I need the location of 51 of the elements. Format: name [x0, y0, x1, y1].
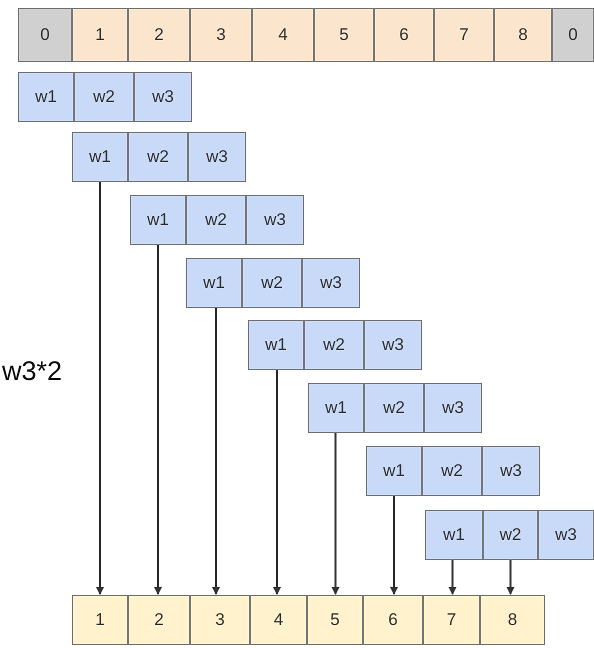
kernel-weight-cell: w2 — [74, 72, 134, 122]
kernel-weight-cell: w3 — [302, 258, 360, 308]
output-cell: 4 — [250, 595, 307, 645]
kernel-weight-cell: w2 — [242, 258, 302, 308]
arrow — [96, 182, 104, 595]
input-cell: 1 — [72, 8, 128, 62]
arrow — [154, 245, 162, 595]
kernel-weight-cell: w2 — [422, 446, 482, 496]
padding-cell: 0 — [552, 8, 594, 62]
input-cell: 6 — [374, 8, 434, 62]
arrow — [390, 496, 398, 595]
padding-cell: 0 — [18, 8, 72, 62]
arrow — [273, 370, 281, 595]
kernel-weight-cell: w3 — [134, 72, 192, 122]
kernel-weight-cell: w3 — [246, 195, 304, 245]
kernel-weight-cell: w1 — [248, 320, 304, 370]
output-cell: 7 — [423, 595, 480, 645]
input-cell: 3 — [190, 8, 252, 62]
arrow — [506, 560, 514, 595]
output-cell: 5 — [307, 595, 363, 645]
kernel-weight-cell: w1 — [308, 383, 364, 433]
input-cell: 5 — [314, 8, 374, 62]
kernel-weight-cell: w1 — [425, 510, 483, 560]
output-cell: 1 — [72, 595, 128, 645]
output-cell: 2 — [128, 595, 190, 645]
kernel-weight-cell: w2 — [483, 510, 538, 560]
output-cell: 8 — [480, 595, 545, 645]
kernel-weight-cell: w1 — [130, 195, 186, 245]
kernel-weight-cell: w3 — [482, 446, 540, 496]
kernel-weight-cell: w2 — [128, 132, 188, 182]
kernel-weight-cell: w3 — [364, 320, 422, 370]
kernel-weight-cell: w1 — [18, 72, 74, 122]
kernel-weight-cell: w2 — [364, 383, 424, 433]
output-cell: 3 — [190, 595, 250, 645]
input-cell: 4 — [252, 8, 314, 62]
formula-text: w3*2 — [2, 356, 62, 387]
arrow — [448, 560, 456, 595]
kernel-weight-cell: w1 — [72, 132, 128, 182]
output-cell: 6 — [363, 595, 423, 645]
kernel-weight-cell: w3 — [424, 383, 482, 433]
kernel-weight-cell: w3 — [188, 132, 246, 182]
kernel-weight-cell: w2 — [304, 320, 364, 370]
input-cell: 7 — [434, 8, 494, 62]
input-cell: 8 — [494, 8, 552, 62]
kernel-weight-cell: w3 — [538, 510, 594, 560]
kernel-weight-cell: w1 — [366, 446, 422, 496]
arrow — [332, 433, 340, 595]
kernel-weight-cell: w2 — [186, 195, 246, 245]
input-cell: 2 — [128, 8, 190, 62]
arrow — [212, 308, 220, 595]
kernel-weight-cell: w1 — [186, 258, 242, 308]
